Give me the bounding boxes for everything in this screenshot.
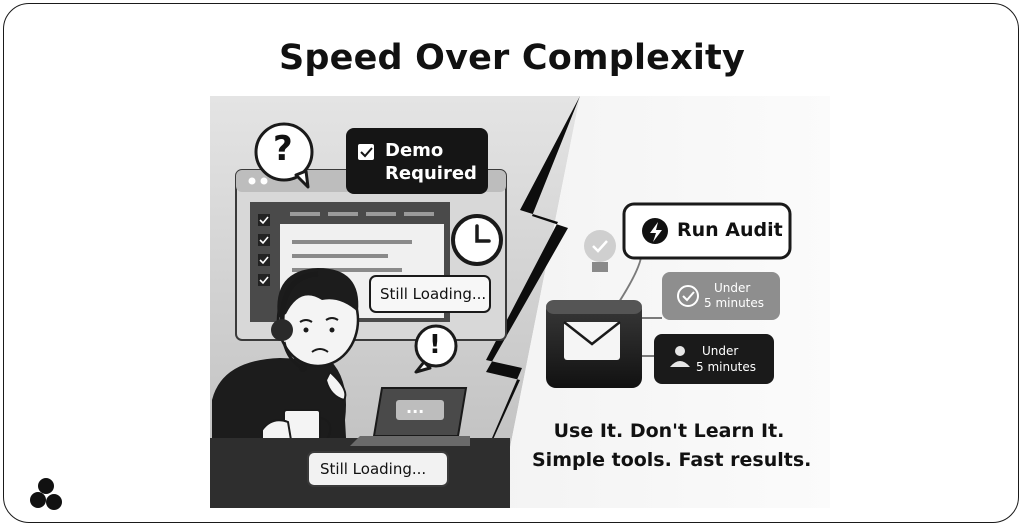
- tagline-line1: Use It. Don't Learn It.: [553, 420, 785, 442]
- still-loading-label-1: [369, 275, 491, 313]
- under-five-minutes-pill-2: [654, 334, 774, 384]
- demo-required-badge: [346, 128, 488, 194]
- checkbox-icon: [258, 214, 270, 286]
- tagline-line2: Simple tools. Fast results.: [532, 449, 812, 471]
- exclamation-glyph: !: [429, 330, 441, 360]
- headset-icon: [271, 271, 319, 372]
- pill-1-line1: Under: [714, 281, 751, 295]
- run-audit-button[interactable]: [622, 202, 792, 260]
- still-loading-text-2: Still Loading...: [320, 460, 427, 478]
- exclamation-bubble-icon: [414, 324, 458, 374]
- lightbulb-icon: [584, 230, 616, 272]
- demo-required-line2: Required: [385, 163, 477, 184]
- pill-1-line2: 5 minutes: [704, 296, 765, 310]
- pill-2-line2: 5 minutes: [696, 360, 757, 374]
- pill-2-line1: Under: [702, 344, 739, 358]
- question-bubble-icon: [254, 122, 314, 189]
- question-mark-glyph: ?: [273, 129, 293, 169]
- clock-icon: [451, 214, 503, 266]
- still-loading-text-1: Still Loading...: [380, 285, 487, 303]
- lightning-divider: [462, 96, 580, 508]
- slide-title: Speed Over Complexity: [278, 38, 746, 78]
- laptop-dots: ...: [406, 398, 425, 417]
- still-loading-label-2: [307, 451, 449, 487]
- envelope-cube: [546, 300, 642, 388]
- brand-logo-icon: [30, 478, 62, 510]
- laptop-icon: [350, 387, 470, 446]
- demo-required-line1: Demo: [385, 140, 444, 161]
- run-audit-label: Run Audit: [677, 219, 783, 241]
- under-five-minutes-pill-1: [662, 272, 780, 320]
